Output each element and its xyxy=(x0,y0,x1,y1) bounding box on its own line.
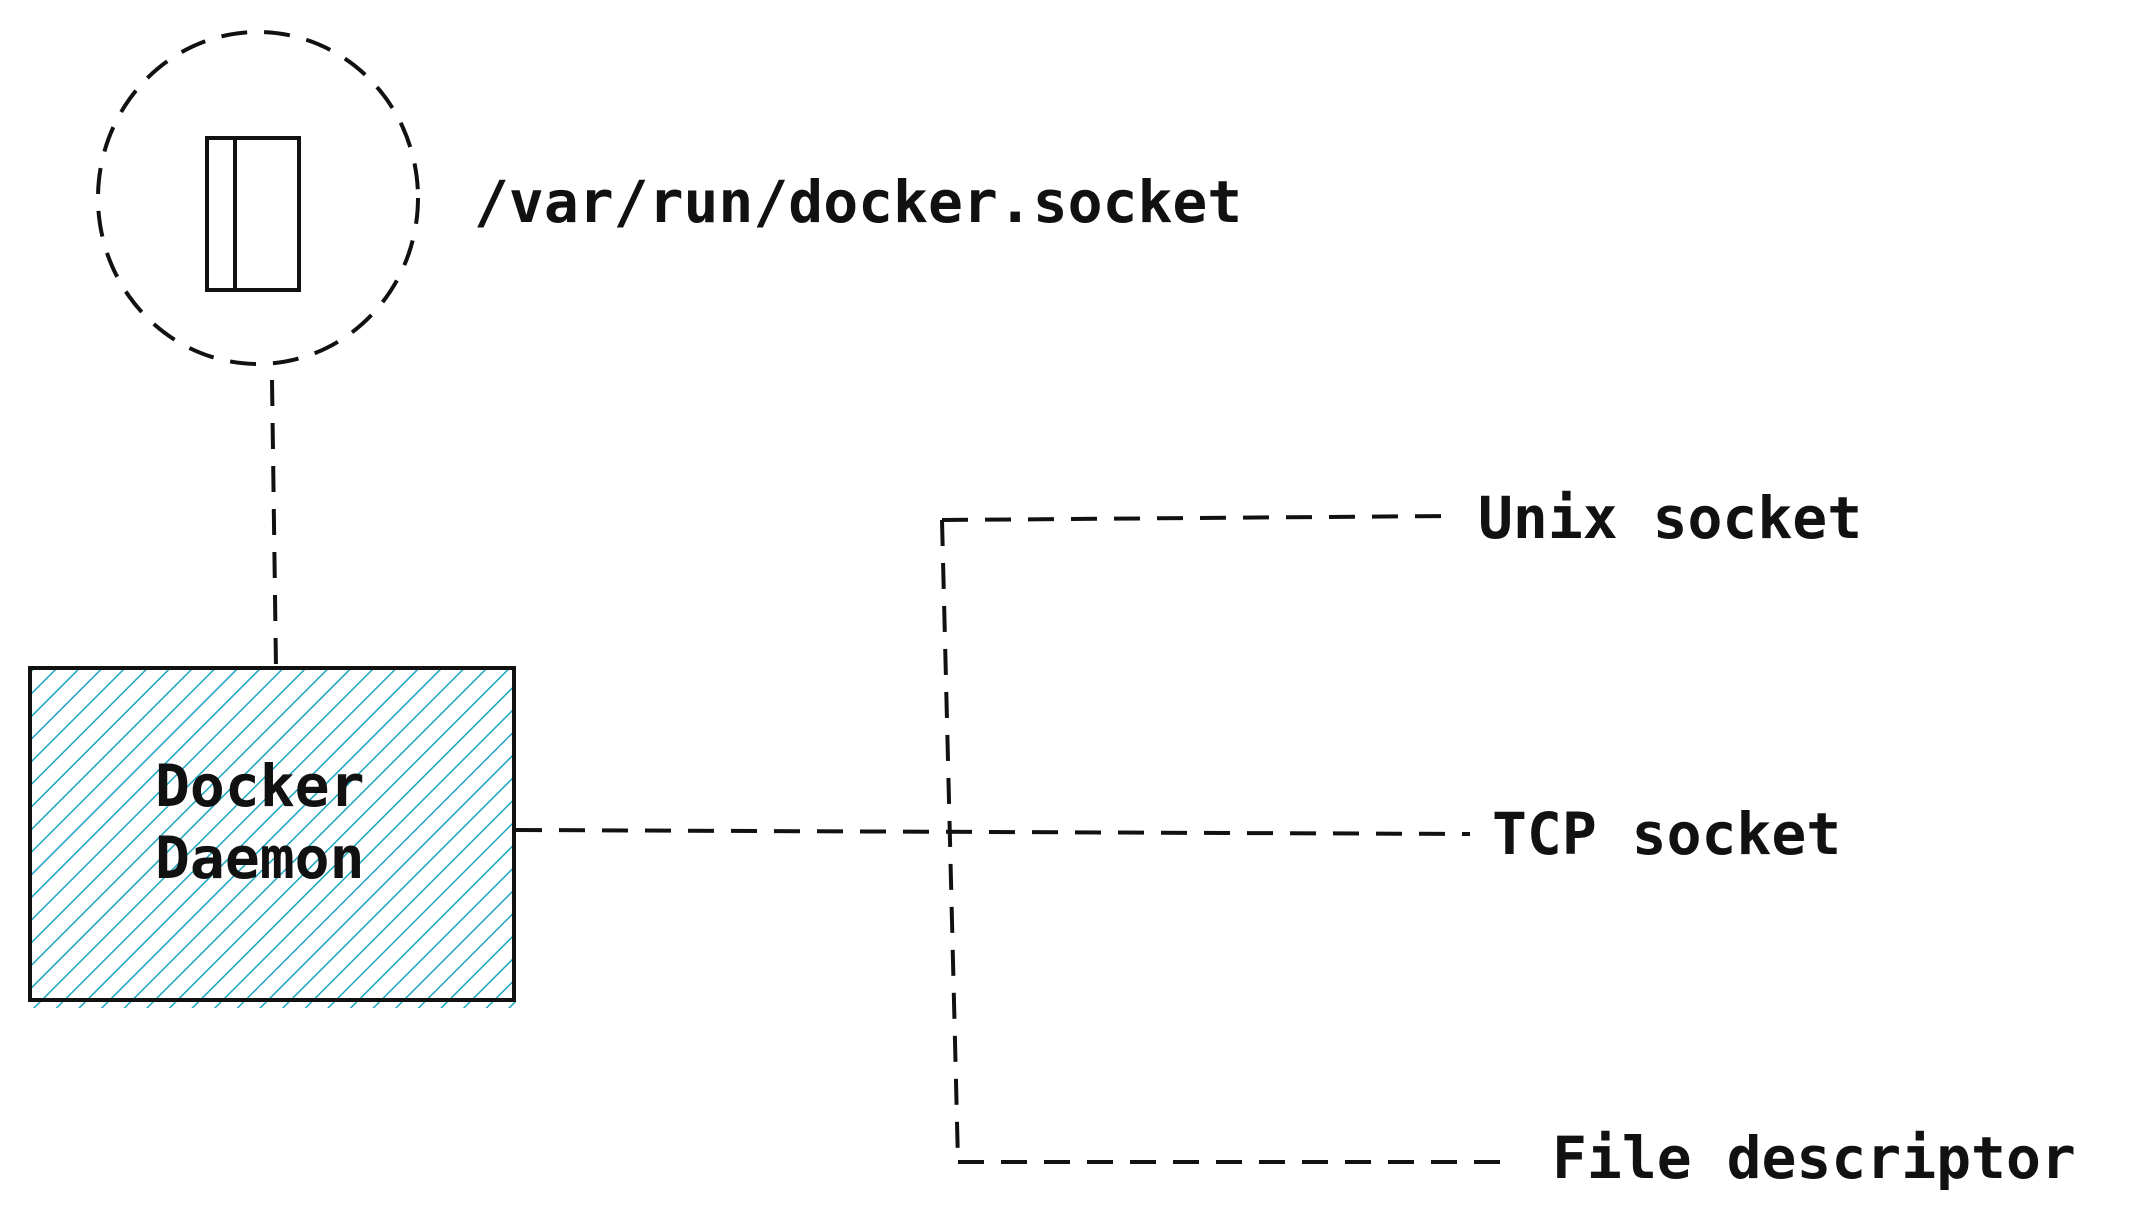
file-descriptor-label: File descriptor xyxy=(1552,1124,2076,1192)
docker-daemon-box: Docker Daemon xyxy=(28,666,516,1008)
bus-to-unix-connector xyxy=(941,514,1451,522)
socket-path-label: /var/run/docker.socket xyxy=(474,168,1242,236)
socket-node xyxy=(96,30,420,366)
daemon-hatch-fill xyxy=(30,668,516,1008)
daemon-label-line1: Docker xyxy=(155,752,365,820)
bus-vertical-connector xyxy=(940,519,960,1163)
socket-to-daemon-connector xyxy=(270,379,278,669)
file-icon xyxy=(205,136,301,292)
socket-dashed-circle xyxy=(96,30,420,366)
tcp-socket-label: TCP socket xyxy=(1492,800,1841,868)
unix-socket-label: Unix socket xyxy=(1478,484,1862,552)
endpoint-connectors xyxy=(515,514,1510,1164)
daemon-label-line2: Daemon xyxy=(155,824,365,892)
daemon-to-tcp-connector xyxy=(515,828,1471,836)
daemon-box-border xyxy=(28,666,516,1002)
